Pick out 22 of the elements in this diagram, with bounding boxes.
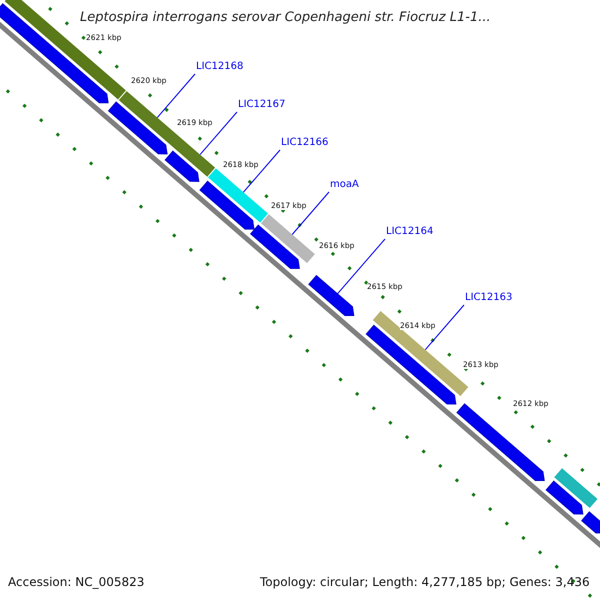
gene-label: LIC12166	[281, 138, 328, 148]
leader-line	[156, 74, 196, 118]
gene-label: LIC12167	[238, 100, 286, 110]
gene-label: moaA	[330, 180, 359, 190]
gene-block	[199, 180, 255, 230]
leader-line	[292, 192, 330, 235]
gene-block	[308, 275, 354, 316]
gene-block	[164, 150, 200, 182]
leader-line	[200, 112, 238, 156]
leader-line	[424, 304, 464, 350]
gene-block	[546, 480, 584, 514]
gene-block	[581, 511, 600, 534]
map-title: Leptospira interrogans serovar Copenhageni str. Fiocruz L1-1...	[80, 11, 491, 24]
gene-label: LIC12164	[386, 227, 434, 237]
gene-label: LIC12163	[465, 293, 512, 303]
leader-line	[337, 238, 386, 294]
gene-label: LIC12168	[196, 62, 244, 72]
summary-text: Topology: circular; Length: 4,277,185 bp; Genes: 3,436	[260, 576, 590, 588]
accession-text: Accession: NC_005823	[8, 576, 144, 588]
gene-block	[250, 224, 300, 269]
gene-block	[108, 102, 168, 154]
leader-line	[242, 150, 280, 193]
